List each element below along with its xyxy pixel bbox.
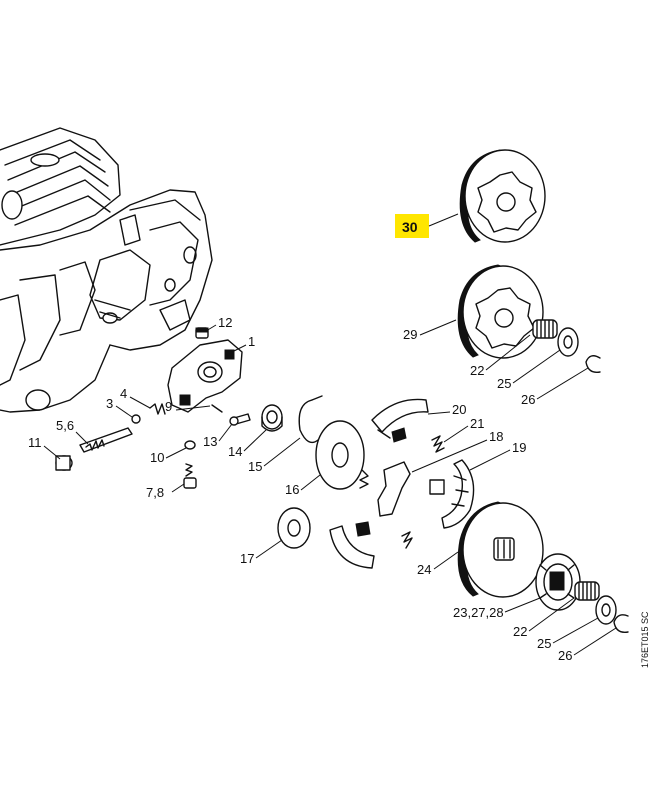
label-9: 9 [165, 399, 172, 414]
part-25-washer-top[interactable] [557, 327, 579, 357]
part-29-clutch-drum[interactable] [457, 264, 544, 359]
label-13: 13 [203, 434, 217, 449]
label-14: 14 [228, 444, 242, 459]
label-26-bottom: 26 [558, 648, 572, 663]
part-5-6-pump-piston[interactable] [79, 427, 133, 453]
label-11: 11 [28, 435, 42, 450]
label-21: 21 [470, 416, 484, 431]
part-26-eclip-top[interactable] [585, 355, 601, 373]
part-12-plug[interactable] [195, 327, 209, 339]
part-22-needle-cage-top[interactable] [532, 319, 558, 339]
label-22-top: 22 [470, 363, 484, 378]
part-22-needle-cage-bottom[interactable] [574, 581, 600, 601]
label-24: 24 [417, 562, 431, 577]
part-4-spring[interactable] [149, 403, 166, 415]
part-15-spring-clip[interactable] [298, 395, 323, 444]
label-22-bottom: 22 [513, 624, 527, 639]
part-11-bushing[interactable] [55, 455, 73, 471]
spring-small[interactable] [359, 469, 369, 489]
label-7-8: 7,8 [146, 485, 164, 500]
label-3: 3 [106, 396, 113, 411]
part-13-screw[interactable] [229, 413, 251, 426]
label-30: 30 [402, 219, 418, 235]
part-30-clutch-drum-sprocket[interactable] [459, 149, 546, 243]
label-23-27-28: 23,27,28 [453, 605, 504, 620]
part-3-valve[interactable] [131, 414, 141, 424]
label-4: 4 [120, 386, 127, 401]
clutch-shoe-lower[interactable] [329, 521, 413, 569]
label-25-top: 25 [497, 376, 511, 391]
label-17: 17 [240, 551, 254, 566]
part-21-spring[interactable] [431, 435, 445, 453]
part-14-thrust-sleeve[interactable] [261, 404, 283, 432]
label-10: 10 [150, 450, 164, 465]
label-29: 29 [403, 327, 417, 342]
part-1-oil-pump[interactable] [167, 339, 243, 413]
part-9-pin[interactable] [211, 404, 223, 413]
part-18-clutch-carrier[interactable] [377, 461, 445, 517]
part-7-8-screw[interactable] [183, 463, 197, 489]
label-5-6: 5,6 [56, 418, 74, 433]
engine-housing-drawing [0, 127, 213, 413]
part-17-washer[interactable] [277, 507, 311, 549]
part-25-washer-bottom[interactable] [595, 595, 617, 625]
label-1: 1 [248, 334, 255, 349]
label-16: 16 [285, 482, 299, 497]
label-25-bottom: 25 [537, 636, 551, 651]
label-18: 18 [489, 429, 503, 444]
part-26-eclip-bottom[interactable] [613, 614, 629, 633]
highlight-box-30 [395, 214, 429, 238]
label-15: 15 [248, 459, 262, 474]
label-12: 12 [218, 315, 232, 330]
part-23-27-28-rim-sprocket[interactable] [535, 553, 581, 611]
part-19-clutch-shoe-right[interactable] [441, 459, 475, 529]
drawing-code: 176ET015 SC [640, 611, 650, 668]
part-16-cover-disc[interactable] [315, 420, 365, 490]
label-26-top: 26 [521, 392, 535, 407]
part-20-clutch-shoe[interactable] [371, 398, 429, 443]
part-10-o-ring[interactable] [184, 440, 196, 450]
label-20: 20 [452, 402, 466, 417]
part-24-rim-drum[interactable] [457, 501, 544, 598]
label-19: 19 [512, 440, 526, 455]
